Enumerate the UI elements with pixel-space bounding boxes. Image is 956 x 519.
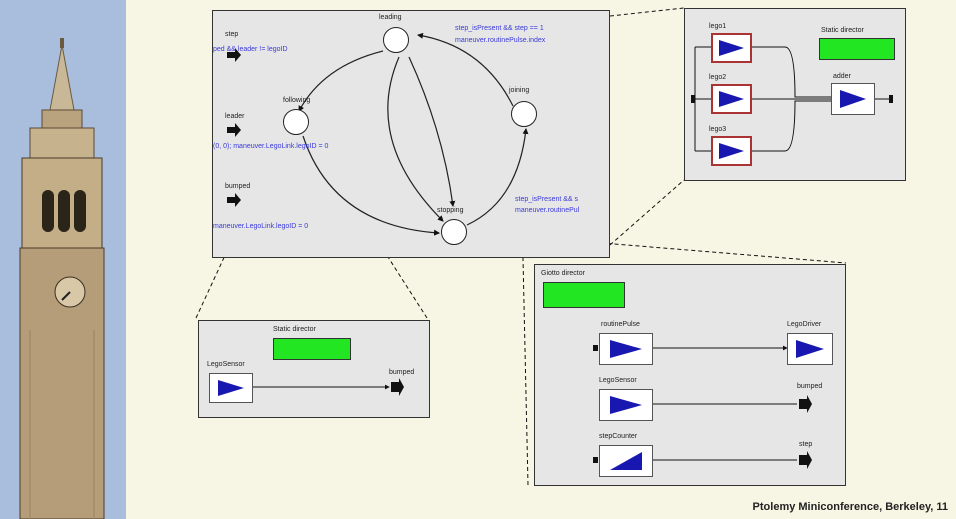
routine-pulse-actor[interactable] [599,333,653,365]
fsm-panel: leading following joining stopping step … [212,10,610,258]
fsm-transitions [227,32,529,236]
giotto-bumped-label: bumped [797,383,823,390]
input-bumped-label: bumped [225,183,251,190]
input-leader-label: leader [225,113,245,120]
state-leading[interactable] [383,27,409,53]
guard-bumped-action: maneuver.LegoLink.legoID = 0 [213,223,309,230]
giotto-sensor-actor[interactable] [599,389,653,421]
routine-pulse-label: routinePulse [601,321,640,328]
sdf-director-label: Static director [821,27,864,34]
left-director[interactable] [273,338,351,360]
giotto-director[interactable] [543,282,625,308]
guard-following-action: (0, 0); maneuver.LegoLink.legoID = 0 [213,143,329,150]
left-sensor-label: LegoSensor [207,361,245,368]
giotto-panel: Giotto director routinePulse LegoDriver … [534,264,846,486]
guard-stopping-check: step_isPresent && s [515,196,579,203]
campanile-illustration [0,0,126,519]
state-joining-label: joining [509,87,530,94]
adder-label: adder [833,73,851,80]
state-following-label: following [283,97,311,104]
left-director-label: Static director [273,326,316,333]
state-stopping[interactable] [441,219,467,245]
left-bumped-label: bumped [389,369,415,376]
lego2-actor[interactable] [711,84,752,114]
sensor-connection [253,378,404,396]
step-counter-actor[interactable] [599,445,653,477]
guard-leader-check: ped && leader != legoID [213,46,288,53]
lego2-label: lego2 [709,74,727,81]
left-sensor-actor[interactable] [209,373,253,403]
lego1-label: lego1 [709,23,727,30]
sensor-subpanel: Static director LegoSensor bumped [198,320,430,418]
step-counter-label: stepCounter [599,433,638,440]
adder-actor[interactable] [831,83,875,115]
state-following[interactable] [283,109,309,135]
state-joining[interactable] [511,101,537,127]
footer-caption: Ptolemy Miniconference, Berkeley, 11 [752,501,948,513]
guard-step-check: step_isPresent && step == 1 [455,25,544,32]
lego3-label: lego3 [709,126,727,133]
sdf-connections [691,46,893,152]
guard-routine-pulse: maneuver.routinePulse.index [455,37,546,44]
campanile-sidebar [0,0,126,519]
guard-stopping-action: maneuver.routinePul [515,207,580,214]
lego-driver-label: LegoDriver [787,321,822,328]
giotto-step-label: step [799,441,813,448]
state-leading-label: leading [379,14,402,21]
sdf-director[interactable] [819,38,895,60]
giotto-sensor-label: LegoSensor [599,377,637,384]
lego3-actor[interactable] [711,136,752,166]
giotto-director-label: Giotto director [541,270,585,277]
lego1-actor[interactable] [711,33,752,63]
lego-driver-actor[interactable] [787,333,833,365]
state-stopping-label: stopping [437,207,464,214]
input-step-label: step [225,31,239,38]
sdf-panel: lego1 lego2 lego3 adder Static director [684,8,906,181]
giotto-connections [593,345,812,469]
